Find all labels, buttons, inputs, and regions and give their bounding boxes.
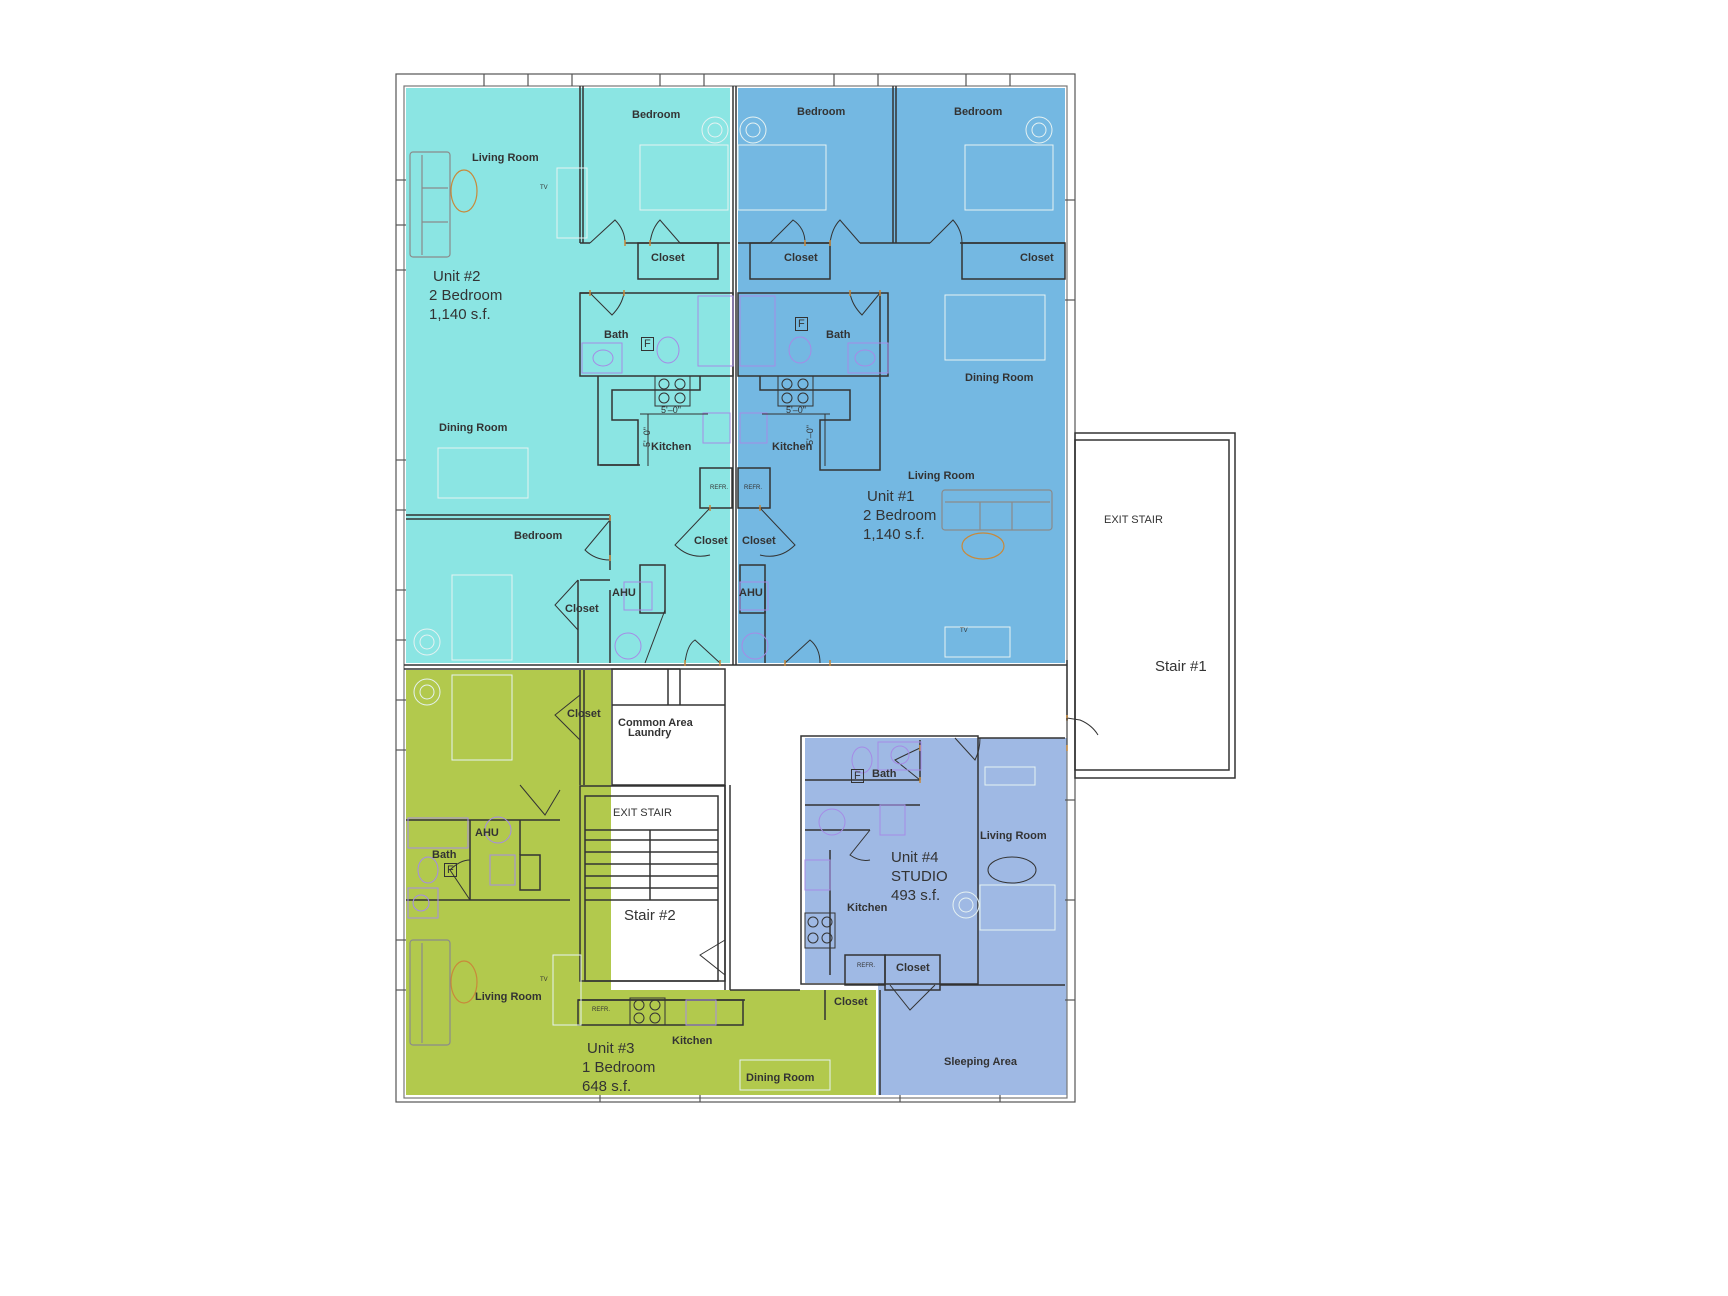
unit-2-label: Unit #2 2 Bedroom 1,140 s.f. [429, 267, 502, 324]
u1-dim-vertical: 5'–0" [804, 425, 815, 445]
u1-refr-label: REFR. [744, 485, 762, 491]
u2-bath-label: Bath [604, 329, 629, 341]
u1-bedroom-left-label: Bedroom [797, 106, 846, 118]
stair-1-label: Stair #1 [1155, 658, 1207, 675]
u2-ahu-label: AHU [612, 587, 636, 599]
u2-closet-bottom-label: Closet [565, 603, 599, 615]
unit-4-area [805, 738, 1067, 983]
u2-dining-room-label: Dining Room [439, 422, 508, 434]
unit-1-name: Unit #1 [867, 488, 915, 505]
unit-4-type: STUDIO [891, 868, 948, 885]
u1-tv-label: TV [960, 628, 968, 634]
unit-4-area: 493 s.f. [891, 887, 941, 904]
u4-living-room-label: Living Room [980, 830, 1047, 842]
exit-stair-1-label: EXIT STAIR [1104, 514, 1163, 526]
unit-1-type: 2 Bedroom [863, 507, 937, 524]
u2-kitchen-label: Kitchen [651, 441, 692, 453]
unit-3-area-lower [406, 990, 876, 1095]
u1-floor-drain-icon: F [795, 317, 808, 331]
u1-kitchen-label: Kitchen [772, 441, 813, 453]
unit-3-type: 1 Bedroom [582, 1059, 656, 1076]
unit-1-area: 1,140 s.f. [863, 526, 925, 543]
u1-ahu-label: AHU [739, 587, 763, 599]
u1-closet-mid-label: Closet [742, 535, 776, 547]
u2-bedroom-bottom-label: Bedroom [514, 530, 563, 542]
u4-closet-label: Closet [896, 962, 930, 974]
unit-4-label: Unit #4 STUDIO 493 s.f. [891, 848, 948, 905]
u4-bath-label: Bath [872, 768, 897, 780]
u1-closet-left-label: Closet [784, 252, 818, 264]
u2-floor-drain-icon: F [641, 337, 654, 351]
u3-ahu-label: AHU [475, 827, 499, 839]
u1-closet-right-label: Closet [1020, 252, 1054, 264]
u3-refr-label: REFR. [592, 1007, 610, 1013]
u3-closet-top-label: Closet [567, 708, 601, 720]
u3-bath-label: Bath [432, 849, 457, 861]
u1-dining-room-label: Dining Room [965, 372, 1034, 384]
u3-kitchen-label: Kitchen [672, 1035, 713, 1047]
u2-closet-mid-label: Closet [694, 535, 728, 547]
u4-floor-drain-icon: F [851, 769, 864, 783]
u1-bath-label: Bath [826, 329, 851, 341]
unit-3-name: Unit #3 [587, 1040, 635, 1057]
u4-kitchen-label: Kitchen [847, 902, 888, 914]
unit-1-label: Unit #1 2 Bedroom 1,140 s.f. [863, 487, 936, 544]
u2-dim-vertical: 5'–0" [641, 427, 652, 447]
u2-dim-horizontal: 5'–0" [661, 405, 681, 415]
u1-dim-horizontal: 5'–0" [786, 405, 806, 415]
u2-refr-label: REFR. [710, 485, 728, 491]
u3-floor-drain-icon: F [444, 863, 457, 877]
common-area-label: Common Area [618, 717, 693, 729]
u2-closet-top-label: Closet [651, 252, 685, 264]
exit-stair-2-label: EXIT STAIR [613, 807, 672, 819]
u4-refr-label: REFR. [857, 963, 875, 969]
u3-dining-room-label: Dining Room [746, 1072, 815, 1084]
unit-4-name: Unit #4 [891, 849, 939, 866]
u2-bedroom-top-label: Bedroom [632, 109, 681, 121]
u2-tv-label: TV [540, 185, 548, 191]
u3-tv-label: TV [540, 977, 548, 983]
unit-4-area-lower [878, 980, 1067, 1095]
u3-closet-right-label: Closet [834, 996, 868, 1008]
unit-2-type: 2 Bedroom [429, 287, 503, 304]
stair-2-label: Stair #2 [624, 907, 676, 924]
u2-living-room-label: Living Room [472, 152, 539, 164]
u1-living-room-label: Living Room [908, 470, 975, 482]
unit-3-label: Unit #3 1 Bedroom 648 s.f. [582, 1039, 655, 1096]
u1-bedroom-right-label: Bedroom [954, 106, 1003, 118]
laundry-label: Laundry [628, 727, 672, 739]
u3-living-room-label: Living Room [475, 991, 542, 1003]
u4-sleeping-area-label: Sleeping Area [944, 1056, 1017, 1068]
unit-3-area: 648 s.f. [582, 1078, 632, 1095]
unit-2-area: 1,140 s.f. [429, 306, 491, 323]
unit-2-name: Unit #2 [433, 268, 481, 285]
